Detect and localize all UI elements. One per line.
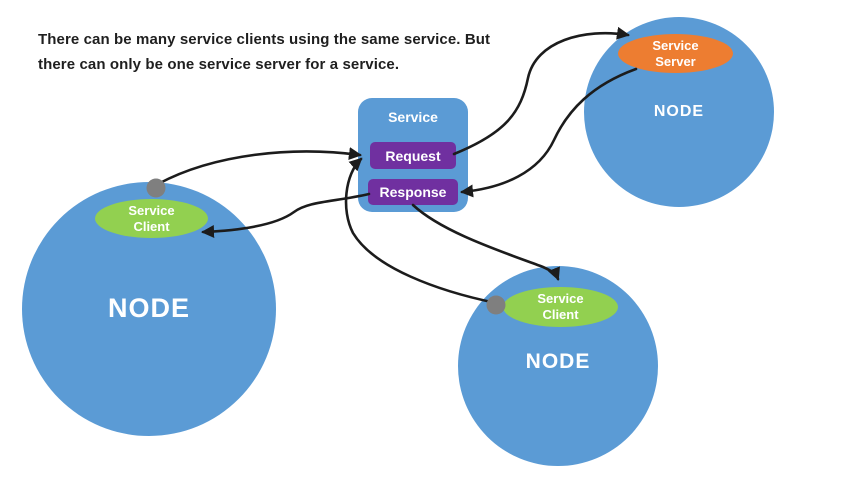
service-box: Service Request Response <box>358 98 468 212</box>
service-server-line2: Server <box>655 53 696 69</box>
service-title: Service <box>388 109 438 125</box>
service-client-left-line2: Client <box>133 218 170 234</box>
service-server-line1: Service <box>652 37 699 53</box>
service-client-bottom-line1: Service <box>537 291 584 306</box>
node-label-bottom: NODE <box>525 350 591 373</box>
service-client-ellipse-left: Service Client <box>95 199 208 238</box>
service-client-left-line1: Service <box>128 202 175 218</box>
node-label-top-right: NODE <box>653 103 705 120</box>
service-client-bottom-line2: Client <box>542 307 579 322</box>
arrow-request-left-client-to-service <box>156 147 362 186</box>
node-label-left: NODE <box>107 293 190 323</box>
caption-line-1: There can be many service clients using … <box>38 31 491 48</box>
request-box: Request <box>370 142 456 169</box>
response-box: Response <box>368 179 458 205</box>
caption-line-2: there can only be one service server for… <box>38 56 400 73</box>
service-server-ellipse: Service Server <box>618 34 733 73</box>
caption: There can be many service clients using … <box>38 27 490 77</box>
service-client-ellipse-bottom: Service Client <box>503 287 618 327</box>
